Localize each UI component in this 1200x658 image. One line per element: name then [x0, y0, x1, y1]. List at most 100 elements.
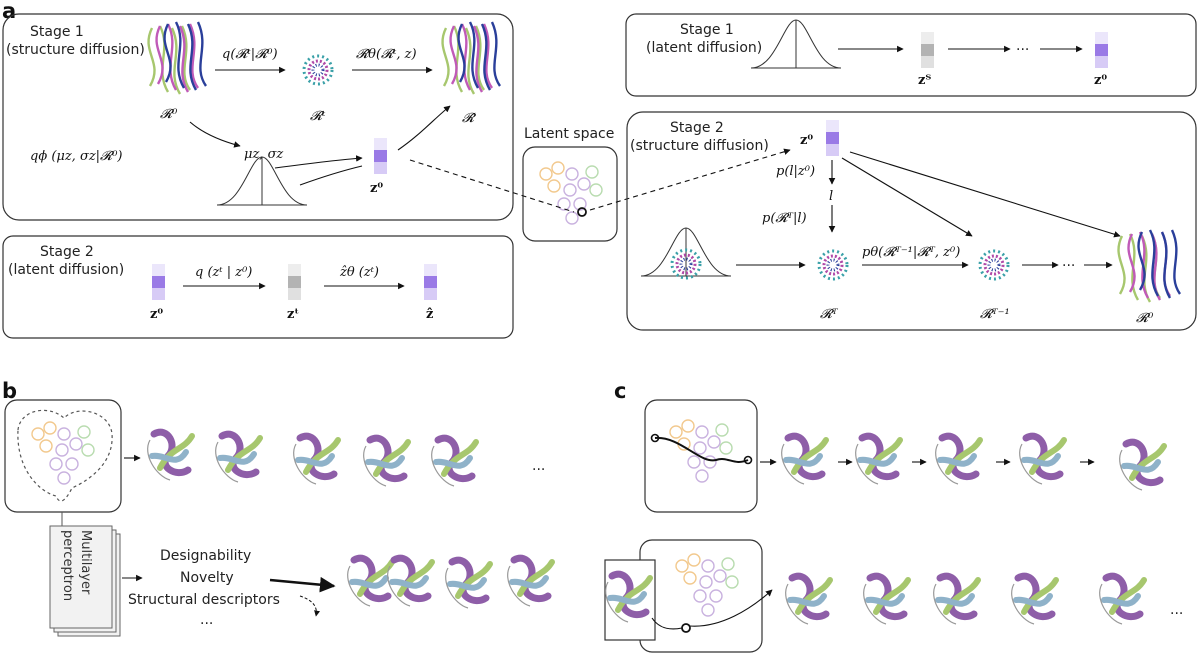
- stage2-structure-subtitle: (structure diffusion): [630, 138, 769, 154]
- ellipsis-c-bottom: ...: [1170, 602, 1183, 618]
- label-zhat-theta: ẑθ (zᵗ): [339, 265, 379, 280]
- guidance-arrow: [269, 576, 336, 593]
- mlp-label-line2: perceptron: [60, 530, 75, 601]
- interp-protein-2: [856, 436, 900, 484]
- interp-protein-5: [1120, 442, 1164, 490]
- latent-space-points-c2: [675, 553, 739, 617]
- guided-protein-b3: [446, 560, 490, 608]
- label-z0-s1: z⁰: [1094, 73, 1107, 88]
- latent-space-box-c2: [639, 539, 763, 653]
- latent-space-box: [522, 146, 618, 242]
- stage2-structure-title: Stage 2: [670, 120, 724, 136]
- encoded-query-point: [681, 623, 691, 633]
- encoder-arrow: [189, 121, 241, 148]
- label-r0: 𝓡⁰: [160, 107, 178, 122]
- latent-z0-bar-s2: [152, 264, 165, 300]
- stage1-latent-box: [625, 13, 1197, 97]
- label-pl: p(l|z⁰): [776, 164, 815, 179]
- label-z0-s2: z⁰: [150, 307, 163, 322]
- forward-process-label: q(𝓡ᵗ|𝓡⁰): [222, 47, 278, 62]
- stage2-latent-title: Stage 2: [40, 244, 94, 260]
- label-prtl: p(𝓡ᵀ|l): [762, 211, 807, 226]
- interp-protein-3: [936, 436, 980, 484]
- generated-protein-b3: [294, 436, 338, 484]
- guidance-dashed-arrow: [299, 595, 320, 617]
- ellipsis-s2-struct: ···: [1062, 258, 1075, 274]
- stage1-latent-title: Stage 1: [680, 22, 734, 38]
- neighbor-protein-3: [934, 576, 978, 624]
- guided-protein-b1: [348, 558, 392, 606]
- latent-z0-bar-s1: [1095, 32, 1108, 68]
- latent-zt-bar: [288, 264, 301, 300]
- neighbor-protein-1: [786, 576, 830, 624]
- latent-space-box-b: [4, 399, 122, 513]
- mlp-block: [49, 525, 113, 629]
- mlp-label-line1: Multilayer: [78, 530, 93, 595]
- label-r0-generated: 𝓡⁰: [1136, 311, 1154, 326]
- label-qzt: q (zᵗ | z⁰): [195, 265, 252, 280]
- interp-protein-1: [782, 436, 826, 484]
- panel-label-c: c: [614, 379, 626, 403]
- encoder-label: qϕ (μz, σz|𝓡⁰): [30, 149, 122, 164]
- guided-protein-b4: [508, 558, 552, 606]
- noised-structure-rt: [302, 54, 334, 86]
- label-rT: 𝓡ᵀ: [820, 307, 838, 322]
- interp-protein-4: [1020, 436, 1064, 484]
- dashed-link-right: [589, 148, 791, 211]
- stage1-structure-subtitle: (structure diffusion): [6, 42, 145, 58]
- gaussian-curve-prior: [750, 19, 842, 69]
- panel-label-b: b: [2, 379, 17, 403]
- latent-z0-bar: [374, 138, 387, 174]
- gaussian-curve-s2: [640, 227, 732, 277]
- panel-label-a: a: [2, 0, 16, 23]
- ellipsis-s1-latent: ···: [1016, 42, 1029, 58]
- neighbor-protein-2: [864, 576, 908, 624]
- dashed-link-left: [409, 159, 575, 213]
- guided-protein-b2: [388, 558, 432, 606]
- neighbor-sampling-arrow: [689, 589, 773, 627]
- label-z0-a1: z⁰: [370, 181, 383, 196]
- selected-latent-point: [577, 207, 587, 217]
- ellipsis-b-top: ...: [532, 458, 545, 474]
- stage2-latent-box: [2, 235, 514, 339]
- stage1-structure-title: Stage 1: [30, 24, 84, 40]
- generated-protein-b2: [216, 434, 260, 482]
- stage1-structure-box: [2, 13, 514, 221]
- label-zt: zᵗ: [287, 307, 299, 322]
- label-length: l: [829, 189, 833, 204]
- label-rTm1: 𝓡ᵀ⁻¹: [980, 307, 1010, 322]
- generated-protein-b1: [148, 432, 192, 480]
- latent-space-points-b: [31, 421, 95, 485]
- property-novelty: Novelty: [180, 570, 234, 586]
- property-more: ...: [200, 612, 213, 628]
- generated-protein-b4: [364, 438, 408, 486]
- gaussian-curve-a1: [216, 156, 308, 206]
- latent-zT-bar: [921, 32, 934, 68]
- latent-z0-bar-s2struct: [826, 120, 839, 156]
- mu-sigma-label: μz, σz: [244, 147, 283, 162]
- label-z0-s2struct: z⁰: [800, 133, 813, 148]
- interpolation-path: [654, 436, 749, 463]
- label-rt: 𝓡ᵗ: [310, 109, 326, 124]
- stage1-latent-subtitle: (latent diffusion): [646, 40, 762, 56]
- neighbor-protein-4: [1012, 576, 1056, 624]
- latent-space-points: [539, 161, 603, 225]
- latent-space-box-c1: [644, 399, 758, 513]
- latent-space-title: Latent space: [524, 126, 614, 142]
- stage2-latent-subtitle: (latent diffusion): [8, 262, 124, 278]
- neighbor-protein-5: [1100, 576, 1144, 624]
- label-rhat: 𝓡̂: [462, 111, 477, 126]
- label-zT: zᵀ: [918, 73, 931, 88]
- noised-structure-rTm1: [978, 249, 1010, 281]
- property-designability: Designability: [160, 548, 251, 564]
- generated-protein-b5: [432, 438, 476, 486]
- label-zhat: ẑ: [426, 307, 433, 322]
- latent-zhat-bar: [424, 264, 437, 300]
- label-ptheta: pθ(𝓡ᵀ⁻¹|𝓡ᵀ, z⁰): [862, 245, 960, 260]
- reparam-arrow: [274, 155, 363, 169]
- noised-structure-rT: [817, 249, 849, 281]
- stage2-structure-box: [626, 111, 1197, 331]
- latent-space-points-c1: [669, 419, 733, 483]
- property-structural-descriptors: Structural descriptors: [128, 592, 280, 608]
